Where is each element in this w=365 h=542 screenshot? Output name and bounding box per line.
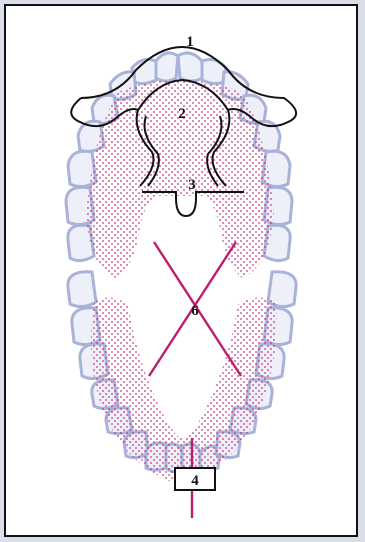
label-1: 1 [186,34,194,50]
lower-lingual-shield [91,297,277,486]
figure-frame: 1 2 3 6 4 [4,4,358,537]
label-6: 6 [191,303,199,319]
label-2: 2 [178,106,186,122]
label-4: 4 [191,473,199,489]
label-3: 3 [188,177,196,193]
dental-appliance-diagram: 1 2 3 6 4 [6,6,356,535]
